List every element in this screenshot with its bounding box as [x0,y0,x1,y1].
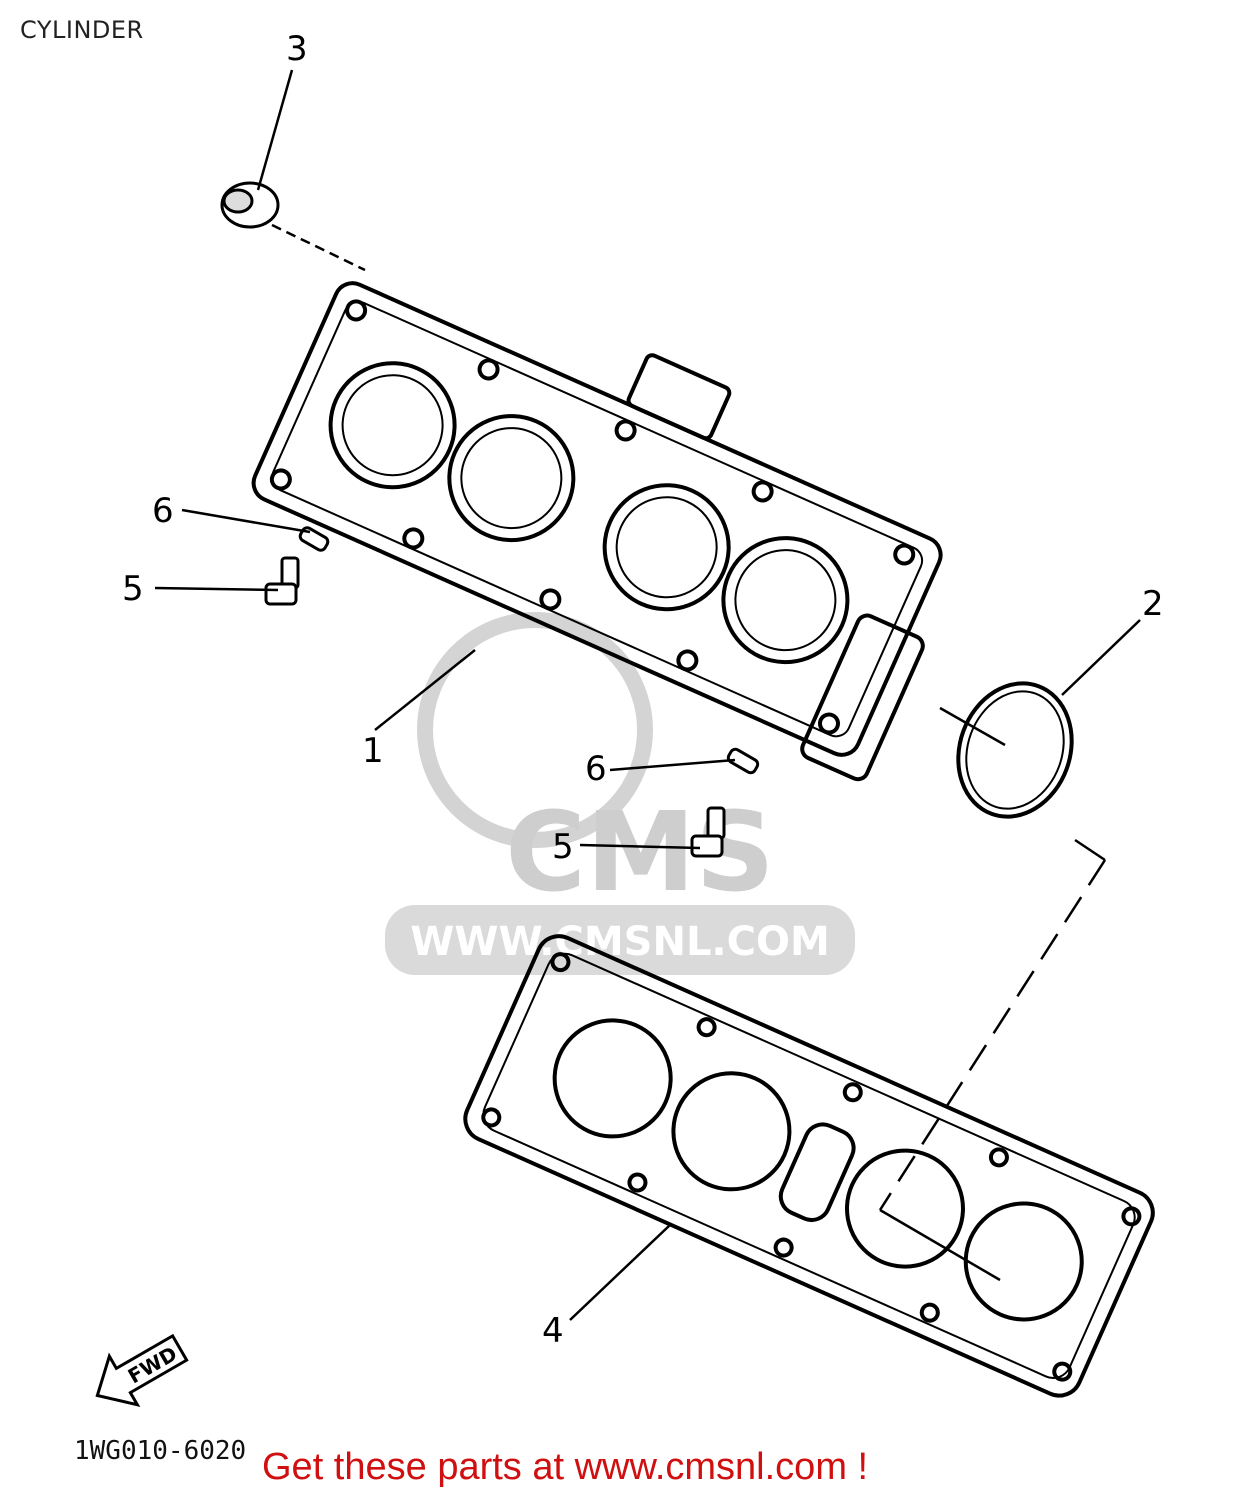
footer-link[interactable]: Get these parts at www.cmsnl.com ! [262,1446,869,1488]
cms-watermark: CMS WWW.CMSNL.COM [385,612,855,975]
callout-3: 3 [286,29,308,69]
part-6-bolt-upper [298,526,330,552]
callout-6: 6 [152,491,174,531]
part-3-cap [220,181,280,229]
watermark-url: WWW.CMSNL.COM [410,919,830,965]
part-5-bolt-upper [264,556,300,606]
callout-numbers: 3 6 5 1 6 5 2 4 [122,29,1164,1351]
callout-5: 5 [122,569,144,609]
part-4-gasket [463,934,1155,1398]
part-5-bolt-lower [690,806,726,858]
part-1-cylinder-block [251,281,943,782]
callout-1: 1 [362,731,384,771]
part-2-o-ring [956,681,1074,819]
callout-6: 6 [585,749,607,789]
fwd-arrow-icon: FWD [95,1333,189,1407]
drawing-code: 1WG010-6020 [74,1436,247,1466]
part-6-bolt-lower [726,747,760,775]
callout-4: 4 [542,1311,564,1351]
callout-2: 2 [1142,584,1164,624]
page-title: CYLINDER [20,16,144,44]
callout-5: 5 [552,827,574,867]
watermark-brand: CMS [505,788,774,916]
leader-lines [154,69,1141,1321]
